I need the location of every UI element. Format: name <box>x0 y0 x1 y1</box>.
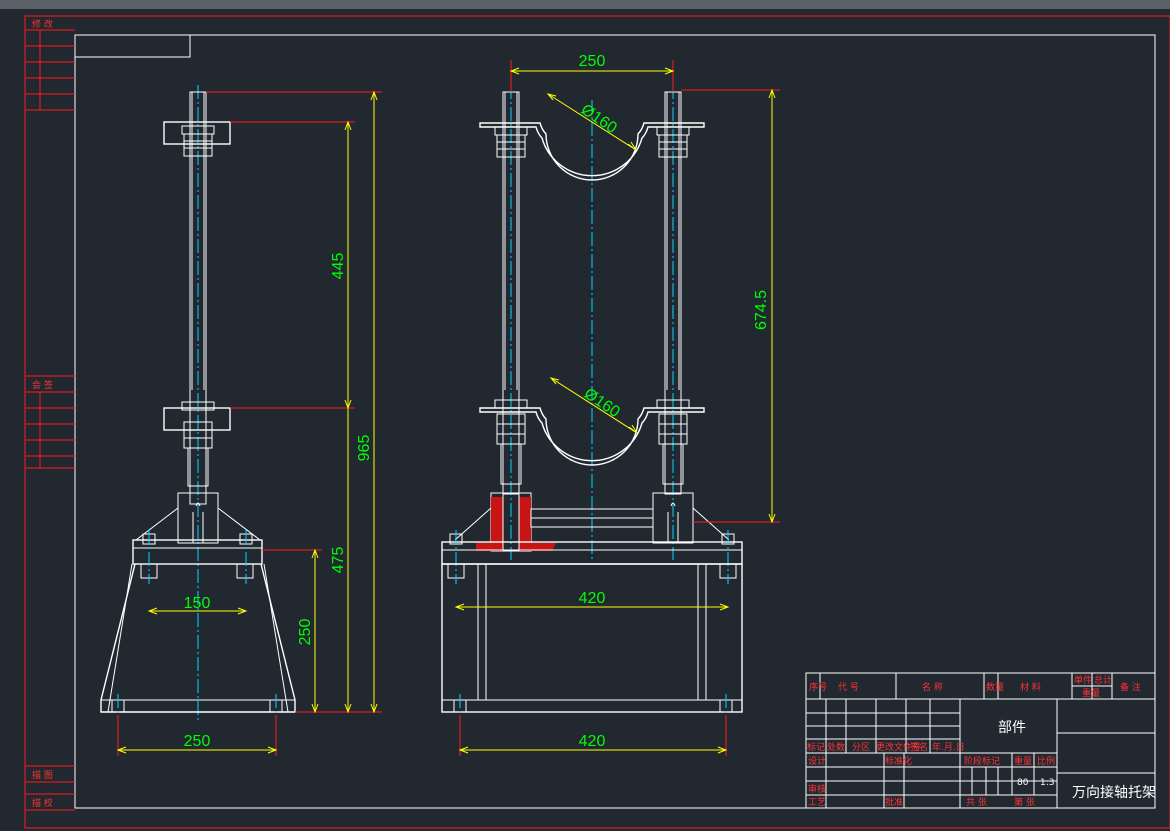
inner-drawing-frame <box>74 34 1156 809</box>
dim-475: 475 <box>330 547 347 574</box>
hdr-qty: 数量 <box>986 681 1004 693</box>
row-change-doc: 更改文件号 <box>876 741 921 753</box>
left-mid-clamp-plate <box>163 407 231 431</box>
hdr-total: 总计 <box>1094 674 1112 686</box>
dim-965: 965 <box>356 435 373 462</box>
label-scale: 比例 <box>1037 755 1055 767</box>
row-zone: 分区 <box>852 742 870 753</box>
row-sign: 签名 <box>910 741 928 753</box>
dim-dia-160-lower: Ø160 <box>581 385 623 421</box>
dim-420-base: 420 <box>579 733 606 750</box>
traced-label: 描 图 <box>32 769 53 781</box>
dim-445: 445 <box>330 253 347 280</box>
label-standardize: 标准化 <box>885 755 912 767</box>
countersign-label: 会 签 <box>32 379 53 391</box>
dim-250-horizontal: 250 <box>184 733 211 750</box>
label-design: 设计 <box>808 755 826 767</box>
label-stage-mark: 阶段标记 <box>964 755 1000 767</box>
row-mark: 标记 <box>807 741 825 753</box>
dim-420-inner: 420 <box>579 590 606 607</box>
hdr-weight: 重量 <box>1082 687 1100 699</box>
outer-sheet-border <box>24 15 1170 829</box>
label-sheet-no: 第 张 <box>1014 796 1035 808</box>
cad-drawing-canvas[interactable]: 修 改 会 签 描 图 描 校 <box>0 9 1170 831</box>
row-count: 处数 <box>827 741 845 753</box>
dim-dia-160-upper: Ø160 <box>578 101 620 137</box>
drawing-name: 万向接轴托架 <box>1072 784 1156 801</box>
right-upper-left-nut <box>496 134 526 158</box>
label-approve: 批准 <box>885 796 903 808</box>
label-weight: 重量 <box>1014 755 1032 767</box>
dim-250-vertical: 250 <box>297 619 314 646</box>
left-top-plate <box>132 539 263 565</box>
left-top-nut <box>183 133 213 157</box>
left-binding-strip: 修 改 会 签 描 图 描 校 <box>25 18 75 811</box>
dim-674-5: 674.5 <box>753 290 770 330</box>
right-upper-clamp <box>479 122 705 181</box>
dim-250-rods: 250 <box>579 53 606 70</box>
top-left-frame-tab <box>74 34 191 58</box>
left-side-view[interactable] <box>100 85 296 722</box>
right-front-view[interactable] <box>441 85 743 718</box>
weight-value: 80 <box>1017 778 1029 788</box>
hdr-name: 名 称 <box>922 681 943 693</box>
part-type: 部件 <box>998 720 1026 736</box>
label-review: 审核 <box>808 783 826 795</box>
left-dimensions: 445 965 475 250 150 250 <box>116 90 382 756</box>
scale-value: 1:3 <box>1040 778 1054 788</box>
left-top-clamp-plate <box>163 121 231 145</box>
modify-label: 修 改 <box>32 18 53 30</box>
hdr-material: 材 料 <box>1020 681 1041 693</box>
left-threaded-rod <box>189 91 207 505</box>
hdr-code: 代 号 <box>838 682 859 693</box>
hdr-unit: 单件 <box>1074 674 1092 686</box>
label-process: 工艺 <box>808 797 826 808</box>
right-upper-right-nut <box>658 134 688 158</box>
left-support-block <box>177 492 219 544</box>
right-base-frame <box>441 563 743 713</box>
label-sheets-total: 共 张 <box>966 797 987 808</box>
dim-150: 150 <box>184 595 211 612</box>
row-date: 年.月.日 <box>932 741 965 753</box>
section-hatch-left <box>476 497 556 551</box>
traced-check-label: 描 校 <box>32 797 53 809</box>
application-top-bar <box>0 0 1170 9</box>
left-trapezoid-base <box>100 563 296 713</box>
hdr-seq: 序号 <box>809 681 827 693</box>
hdr-remark: 备 注 <box>1120 681 1141 693</box>
title-block[interactable]: 序号 代 号 名 称 数量 材 料 单件 总计 重量 备 注 标记 处数 分区 … <box>805 672 1156 809</box>
